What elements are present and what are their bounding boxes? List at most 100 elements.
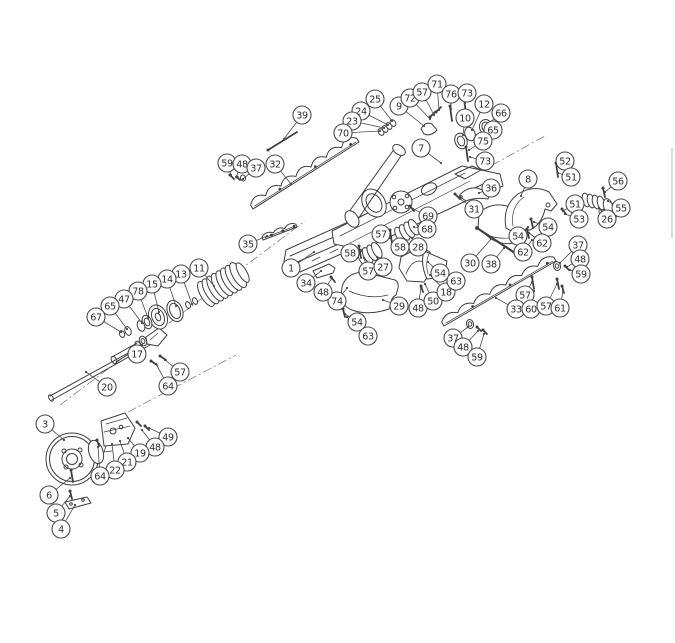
leader-line bbox=[405, 111, 425, 127]
callout-balloon: 68 bbox=[417, 219, 437, 239]
leader-arrow-dot bbox=[84, 370, 88, 374]
leader-line bbox=[559, 251, 572, 264]
balloon-circle bbox=[158, 427, 178, 447]
leader-line bbox=[418, 287, 422, 300]
callout-balloon: 34 bbox=[296, 273, 316, 293]
balloon-circle bbox=[571, 264, 591, 284]
balloon-circle bbox=[427, 74, 447, 94]
balloon-number: 28 bbox=[412, 242, 424, 253]
leader-line bbox=[351, 130, 381, 133]
leader-arrow-dot bbox=[530, 280, 534, 284]
leader-line bbox=[437, 92, 440, 111]
leader-arrow-dot bbox=[359, 249, 363, 253]
callout-balloon: 54 bbox=[538, 217, 558, 237]
leader-arrow-dot bbox=[428, 273, 432, 277]
callout-balloon: 62 bbox=[532, 233, 552, 253]
callout-balloon: 62 bbox=[513, 242, 533, 262]
leader-line bbox=[155, 363, 165, 379]
callout-balloon: 54 bbox=[508, 226, 528, 246]
leader-arrow-dot bbox=[312, 250, 316, 254]
balloon-number: 62 bbox=[536, 238, 548, 249]
balloon-circle bbox=[608, 171, 628, 191]
leader-arrow-dot bbox=[96, 445, 100, 449]
balloon-circle bbox=[170, 362, 190, 382]
balloon-number: 56 bbox=[612, 176, 624, 187]
balloon-circle bbox=[389, 296, 409, 316]
callout-balloon: 32 bbox=[265, 154, 285, 174]
leader-line bbox=[425, 99, 435, 116]
balloon-number: 57 bbox=[519, 290, 531, 301]
balloon-circle bbox=[127, 344, 147, 364]
leader-arrow-dot bbox=[476, 329, 480, 333]
leader-arrow-dot bbox=[606, 199, 610, 203]
leader-arrow-dot bbox=[375, 255, 379, 259]
callout-balloon: 57 bbox=[412, 82, 432, 102]
leader-line bbox=[204, 274, 215, 287]
callout-balloon: 39 bbox=[292, 105, 312, 125]
callout-balloon: 73 bbox=[475, 151, 495, 171]
balloon-circle bbox=[296, 273, 316, 293]
leader-arrow-dot bbox=[428, 117, 432, 121]
leader-line bbox=[382, 299, 391, 304]
balloon-circle bbox=[453, 337, 473, 357]
callout-balloon: 70 bbox=[333, 123, 353, 143]
leader-arrow-dot bbox=[463, 101, 467, 105]
balloon-number: 32 bbox=[269, 159, 281, 170]
balloon-number: 12 bbox=[478, 99, 490, 110]
leader-line bbox=[458, 197, 467, 205]
balloon-circle bbox=[340, 243, 360, 263]
balloon-number: 59 bbox=[221, 158, 233, 169]
balloon-circle bbox=[189, 258, 209, 278]
balloon-number: 10 bbox=[459, 113, 471, 124]
balloon-number: 13 bbox=[175, 269, 187, 280]
callout-balloon: 38 bbox=[481, 254, 501, 274]
balloon-number: 65 bbox=[104, 301, 116, 312]
leader-arrow-dot bbox=[319, 269, 323, 273]
leader-line bbox=[127, 437, 135, 447]
callout-balloon: 49 bbox=[158, 427, 178, 447]
callout-balloon: 75 bbox=[473, 131, 493, 151]
axis-line bbox=[127, 354, 237, 413]
balloon-circle bbox=[423, 291, 443, 311]
balloon-circle bbox=[446, 271, 466, 291]
leader-line bbox=[280, 170, 292, 185]
leader-arrow-dot bbox=[126, 436, 130, 440]
leader-line bbox=[412, 208, 420, 213]
balloon-circle bbox=[474, 94, 494, 114]
balloon-circle bbox=[411, 138, 431, 158]
leader-arrow-dot bbox=[382, 126, 386, 130]
leader-arrow-dot bbox=[411, 207, 415, 211]
callout-balloon: 25 bbox=[365, 89, 385, 109]
balloon-circle bbox=[481, 178, 501, 198]
callout-balloon: 29 bbox=[389, 296, 409, 316]
leader-arrow-dot bbox=[289, 182, 293, 186]
balloon-number: 6 bbox=[46, 490, 52, 501]
callout-balloon: 4 bbox=[51, 519, 71, 539]
leader-line bbox=[51, 429, 65, 441]
balloon-number: 63 bbox=[450, 276, 462, 287]
callout-balloon: 8 bbox=[518, 169, 538, 189]
leader-line bbox=[169, 287, 177, 307]
balloon-number: 14 bbox=[161, 274, 173, 285]
leader-arrow-dot bbox=[449, 107, 453, 111]
callout-balloon: 66 bbox=[491, 103, 511, 123]
balloon-circle bbox=[371, 224, 391, 244]
callout-balloon: 1 bbox=[281, 258, 301, 278]
leader-line bbox=[55, 477, 71, 490]
callout-balloon: 71 bbox=[427, 74, 447, 94]
balloon-number: 74 bbox=[331, 296, 343, 307]
callout-balloon: 5 bbox=[46, 503, 66, 523]
balloon-number: 54 bbox=[434, 268, 446, 279]
callout-balloon: 26 bbox=[597, 209, 617, 229]
balloon-circle bbox=[373, 257, 393, 277]
balloon-number: 29 bbox=[393, 301, 405, 312]
balloon-number: 54 bbox=[542, 222, 554, 233]
balloon-number: 70 bbox=[337, 128, 349, 139]
callout-balloon: 53 bbox=[569, 209, 589, 229]
leader-arrow-dot bbox=[125, 327, 129, 331]
leader-line bbox=[153, 292, 160, 313]
balloon-circle bbox=[97, 377, 117, 397]
callout-balloon: 36 bbox=[481, 178, 501, 198]
balloon-number: 64 bbox=[94, 471, 106, 482]
